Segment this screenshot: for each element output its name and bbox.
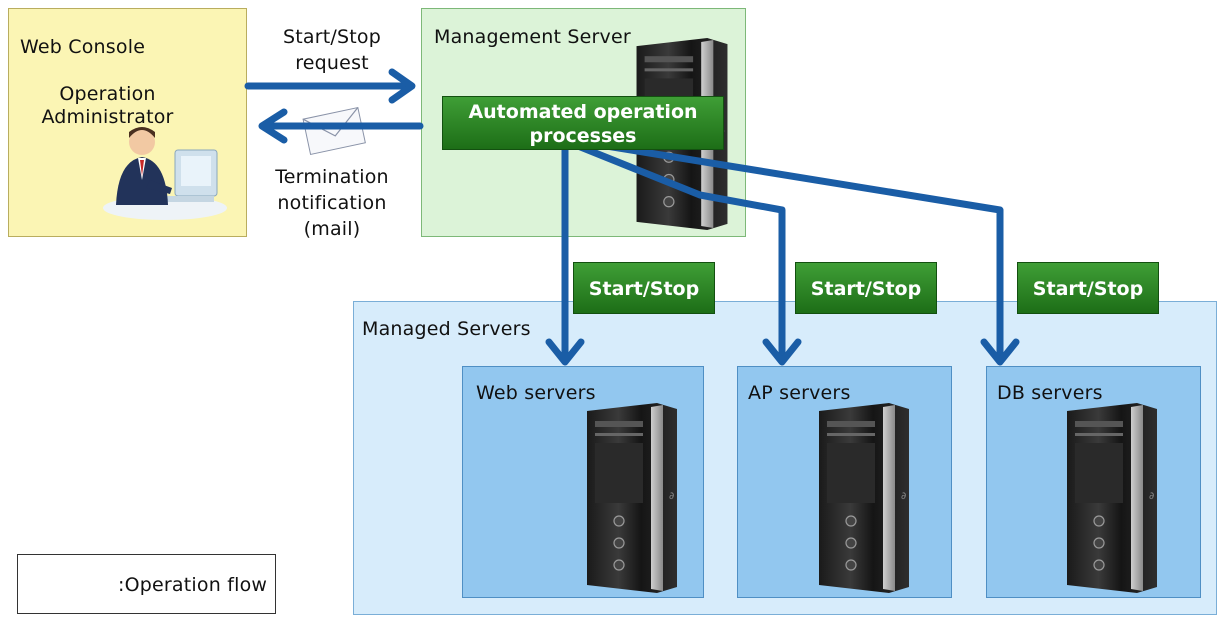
legend-label: :Operation flow [118,574,268,596]
web-console-title: Web Console [20,36,146,58]
start-stop-ap-label: Start/Stop [795,262,937,314]
notification-label-line2: notification [277,192,387,214]
request-label-line2: request [295,52,369,74]
web-server-icon [586,403,678,593]
administrator-role-line2: Administrator [41,106,174,128]
flow-to-db-servers [584,139,1004,364]
mail-envelope-icon [302,106,366,155]
db-server-icon [1066,403,1158,593]
notification-label-line1: Termination [275,166,389,188]
request-arrow-head [388,68,416,104]
request-label-line1: Start/Stop [282,26,381,48]
notification-label-line3: (mail) [303,218,361,240]
web-servers-label: Web servers [476,382,596,404]
automated-operation-line2: processes [529,125,637,147]
db-servers-label: DB servers [997,382,1103,404]
flow-to-db-servers-head [980,338,1020,366]
notification-arrow-head [258,108,288,144]
administrator-role-line1: Operation [59,83,156,105]
flow-to-ap-servers-head [762,338,802,366]
flow-to-ap-servers [574,142,786,364]
automated-operation-line1: Automated operation [468,101,698,123]
flow-to-web-servers-head [545,338,585,366]
automated-operation-box: Automated operation processes [442,96,724,150]
administrator-icon [103,127,227,220]
start-stop-db-label: Start/Stop [1017,262,1159,314]
managed-servers-title: Managed Servers [362,318,531,340]
management-server-title: Management Server [434,26,631,48]
ap-servers-label: AP servers [748,382,851,404]
legend [17,554,276,614]
start-stop-web-label: Start/Stop [573,262,715,314]
ap-server-icon [818,403,910,593]
